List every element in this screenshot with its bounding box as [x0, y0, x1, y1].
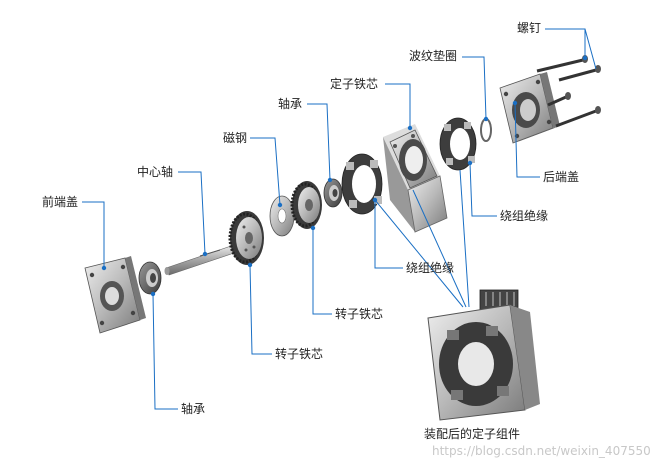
label-bearing-top: 轴承 — [278, 97, 303, 111]
leader-lines — [82, 28, 597, 410]
label-screw: 螺钉 — [517, 21, 542, 35]
assembled-stator — [427, 289, 540, 421]
rear-end-cover — [499, 72, 560, 144]
center-shaft — [164, 243, 241, 276]
leader-rear-cover — [514, 102, 540, 178]
leader-wave-washer — [462, 56, 487, 120]
leader-bearing-bottom — [152, 293, 178, 410]
assembly-line-3 — [459, 169, 470, 308]
label-magnet: 磁钢 — [223, 131, 248, 145]
magnet-ring — [269, 195, 295, 237]
label-stator-core: 定子铁芯 — [330, 77, 379, 91]
watermark: https://blog.csdn.net/weixin_40755000 — [432, 444, 650, 458]
label-winding-insulation-right: 绕组绝缘 — [500, 209, 549, 223]
label-rotor-core-upper: 转子铁芯 — [335, 307, 384, 321]
label-winding-insulation-center: 绕组绝缘 — [406, 261, 455, 275]
leader-rotor-upper — [312, 228, 332, 315]
front-end-cover — [84, 256, 146, 334]
rotor-core-rear — [290, 181, 322, 229]
assembly-line-2 — [412, 189, 467, 308]
leader-dots — [101, 55, 588, 297]
leader-winding-center — [374, 200, 403, 269]
leader-front-cover — [82, 201, 105, 268]
assembly-line-1 — [374, 199, 464, 308]
leader-magnet — [250, 137, 281, 206]
leader-screw — [545, 28, 586, 58]
rotor-core-front — [228, 211, 264, 265]
leader-stator-core — [385, 83, 411, 128]
leader-winding-right — [469, 162, 497, 217]
screws — [536, 55, 601, 128]
stator-core — [383, 124, 448, 233]
leader-center-shaft — [178, 171, 206, 255]
wave-washer — [480, 118, 492, 142]
label-assembled-stator: 装配后的定子组件 — [424, 427, 521, 441]
label-front-cover: 前端盖 — [42, 195, 79, 209]
leader-bearing-top — [307, 103, 331, 181]
leader-rotor-lower — [249, 264, 272, 355]
label-bearing-bottom: 轴承 — [181, 402, 206, 416]
bearing-upper — [323, 178, 343, 208]
winding-insulation-right — [439, 117, 477, 171]
label-wave-washer: 波纹垫圈 — [409, 49, 458, 63]
label-rear-cover: 后端盖 — [543, 170, 580, 184]
bearing-left — [138, 261, 162, 295]
winding-insulation-center — [341, 153, 383, 215]
label-rotor-core-lower: 转子铁芯 — [275, 347, 324, 361]
label-center-shaft: 中心轴 — [137, 165, 174, 179]
leader-screw-2 — [584, 28, 597, 70]
